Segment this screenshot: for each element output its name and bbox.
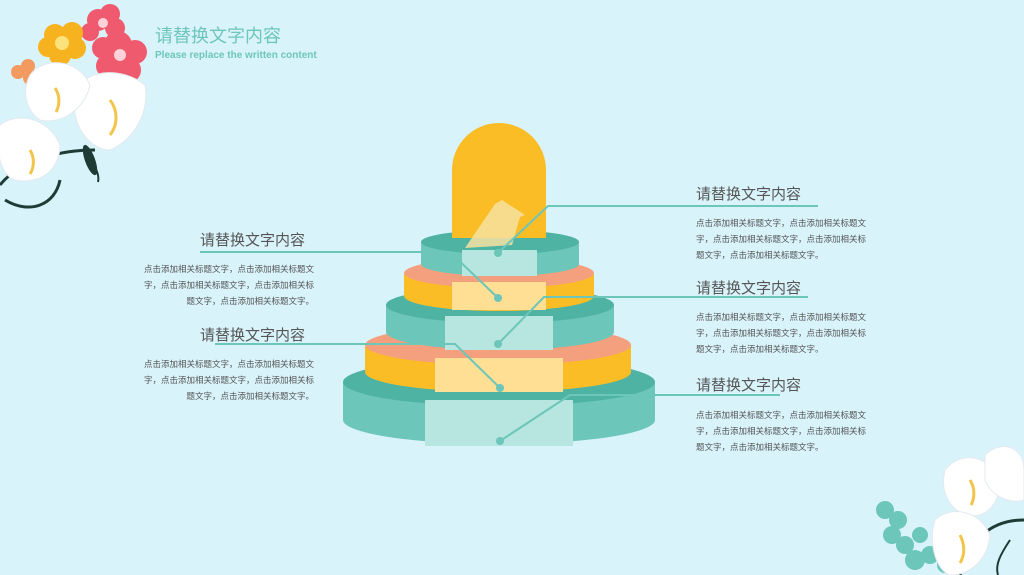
right-item-1-body: 点击添加相关标题文字，点击添加相关标题文字，点击添加相关标题文字，点击添加相关标… xyxy=(696,219,867,261)
left-item-1-heading: 请替换文字内容 xyxy=(200,231,306,249)
right-item-3-heading: 请替换文字内容 xyxy=(696,376,802,394)
left-item-1-body: 点击添加相关标题文字，点击添加相关标题文字，点击添加相关标题文字，点击添加相关标… xyxy=(143,265,314,307)
right-item-2-body: 点击添加相关标题文字，点击添加相关标题文字，点击添加相关标题文字，点击添加相关标… xyxy=(696,313,867,355)
right-item-3-body: 点击添加相关标题文字，点击添加相关标题文字，点击添加相关标题文字，点击添加相关标… xyxy=(696,411,867,453)
connector-dots xyxy=(494,249,504,445)
arrow-up-icon xyxy=(465,200,525,248)
left-item-2-body: 点击添加相关标题文字，点击添加相关标题文字，点击添加相关标题文字，点击添加相关标… xyxy=(143,360,314,402)
flower-decoration-bottom-right xyxy=(876,446,1024,575)
connectors xyxy=(200,205,818,442)
flower-decoration-top-left xyxy=(0,4,147,209)
page-title: 请替换文字内容 xyxy=(155,26,281,47)
left-item-2-heading: 请替换文字内容 xyxy=(200,326,306,344)
pyramid-graphic xyxy=(343,123,655,446)
page-subtitle: Please replace the written content xyxy=(155,50,317,61)
right-item-1-heading: 请替换文字内容 xyxy=(696,185,802,203)
right-item-2-heading: 请替换文字内容 xyxy=(696,279,802,297)
